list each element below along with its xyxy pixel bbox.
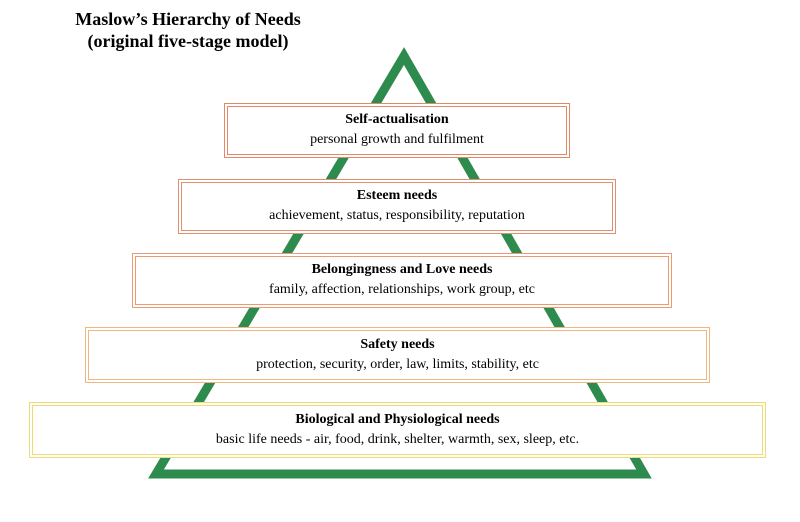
level-title: Esteem needs — [356, 188, 438, 203]
level-safety-needs: Safety needs protection, security, order… — [85, 327, 710, 383]
level-description: protection, security, order, law, limits… — [256, 356, 539, 372]
level-description: family, affection, relationships, work g… — [269, 282, 535, 297]
diagram-title: Maslow’s Hierarchy of Needs (original fi… — [28, 8, 348, 52]
level-self-actualisation: Self-actualisation personal growth and f… — [224, 103, 570, 158]
level-description: achievement, status, responsibility, rep… — [269, 208, 525, 223]
level-description: personal growth and fulfilment — [310, 132, 484, 147]
level-biological-physiological-needs: Biological and Physiological needs basic… — [29, 402, 766, 458]
level-description: basic life needs - air, food, drink, she… — [215, 431, 580, 447]
level-esteem-needs: Esteem needs achievement, status, respon… — [178, 179, 616, 234]
title-line-2: (original five-stage model) — [87, 31, 289, 51]
level-title: Biological and Physiological needs — [295, 411, 500, 427]
level-title: Self-actualisation — [345, 112, 449, 127]
level-title: Belongingness and Love needs — [311, 262, 493, 277]
title-line-1: Maslow’s Hierarchy of Needs — [75, 9, 301, 29]
level-belongingness-love-needs: Belongingness and Love needs family, aff… — [132, 253, 672, 308]
level-title: Safety needs — [360, 336, 435, 352]
